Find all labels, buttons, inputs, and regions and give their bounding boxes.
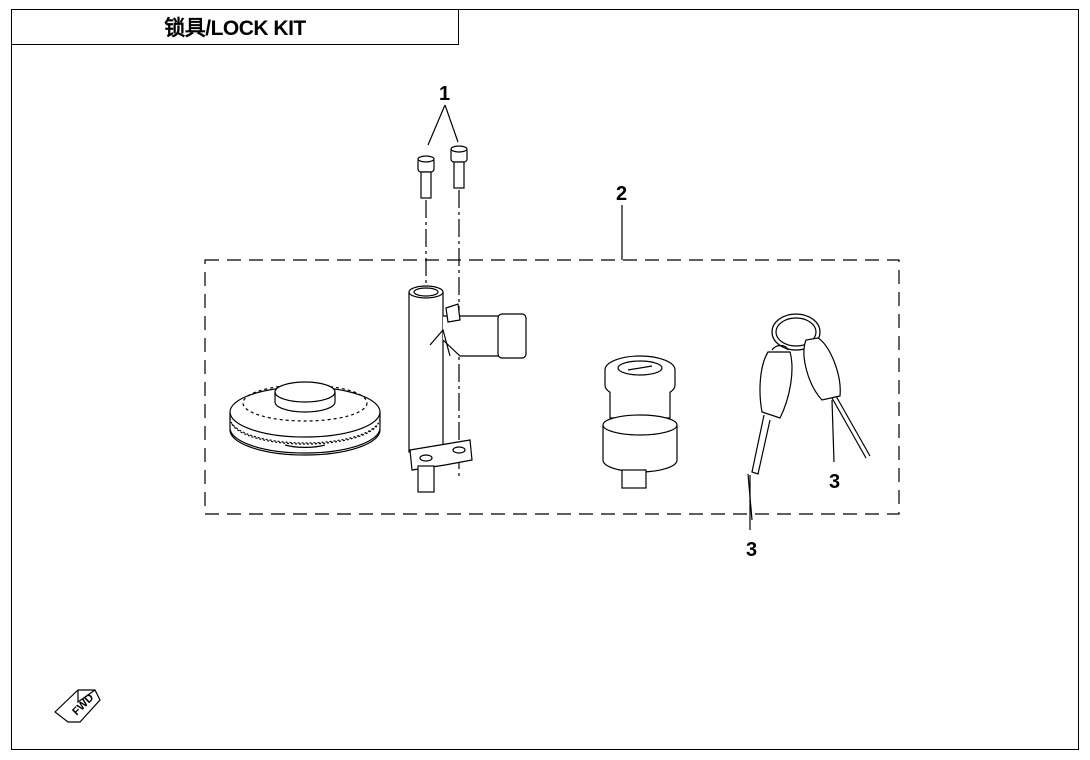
page-title: 锁具/LOCK KIT [164,17,306,40]
forward-direction-icon [54,689,101,723]
key-left [747,344,793,521]
lock-holder-bracket [408,285,527,493]
kit-boundary-dashed [204,259,900,515]
callout-1: 1 [439,83,450,105]
key-ring [771,313,821,351]
callout-3-left: 3 [746,539,757,561]
lock-cover-dial [229,381,381,456]
bolt-right [450,145,468,189]
callout-2: 2 [616,183,627,205]
callout-1-leader-left [427,104,446,146]
drawing-sheet-border [11,9,1079,750]
callout-3-right: 3 [829,471,840,493]
callout-1-leader-right [444,104,459,143]
title-block: 锁具/LOCK KIT [11,9,459,45]
bolt-left [417,155,435,199]
key-right [803,337,871,463]
ignition-lock-cylinder [602,355,678,489]
